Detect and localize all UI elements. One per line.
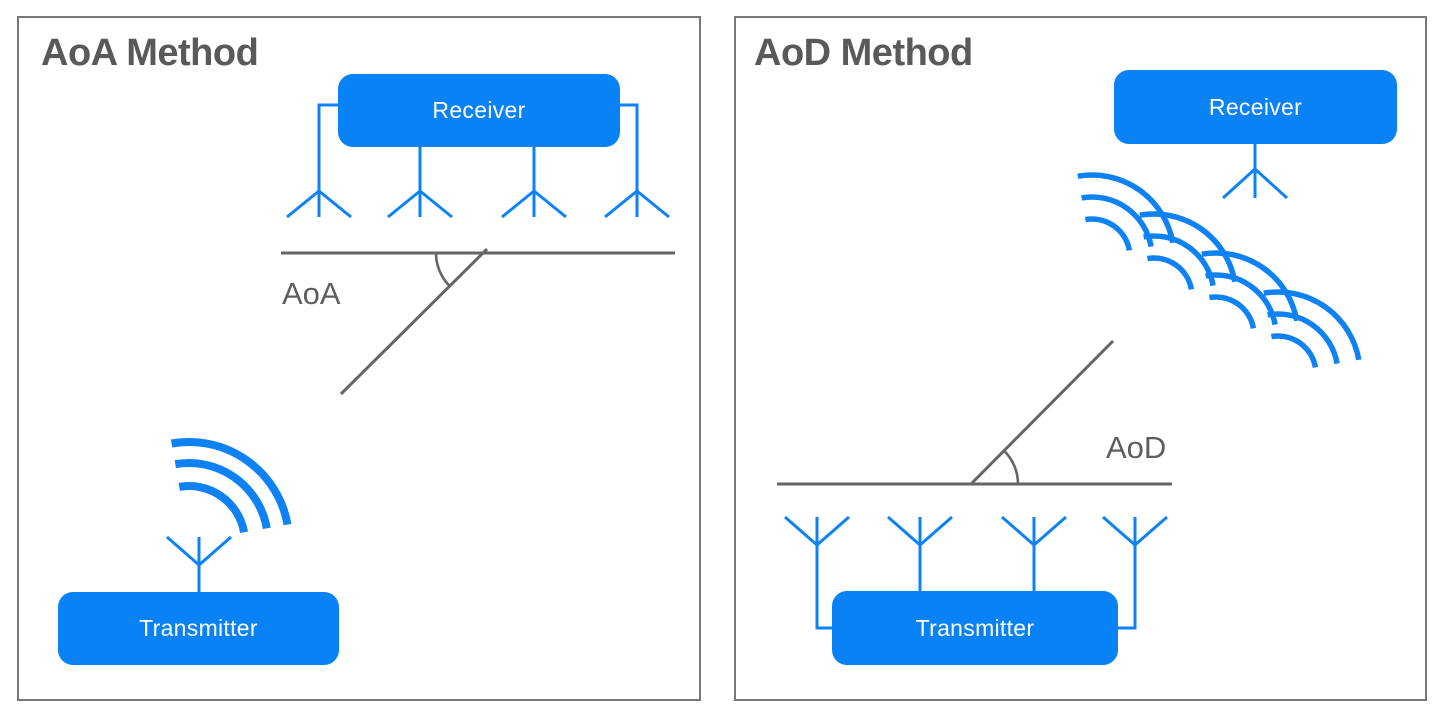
antenna-icon	[1102, 515, 1168, 630]
incidence-ray	[339, 247, 489, 396]
transmitter-box: Transmitter	[58, 592, 339, 665]
aod-diagram-canvas	[777, 144, 1362, 630]
transmitter-label: Transmitter	[139, 615, 258, 641]
antenna-icon	[604, 103, 670, 219]
departure-ray	[969, 339, 1115, 486]
wave-group	[1263, 289, 1362, 368]
aoa-diagram-canvas	[166, 103, 675, 592]
receiver-antenna-array	[286, 103, 670, 219]
antenna-icon	[286, 103, 352, 219]
signal-wavefronts-icon	[1077, 172, 1362, 368]
antenna-icon	[784, 515, 850, 630]
transmitter-antenna-array	[784, 515, 1168, 630]
angle-arc	[1003, 449, 1020, 485]
angle-arc	[434, 252, 451, 288]
panel-title: AoA Method	[41, 32, 259, 74]
receiver-label: Receiver	[1208, 93, 1303, 120]
antenna-icon	[166, 535, 232, 592]
transmitter-label: Transmitter	[915, 614, 1035, 641]
receiver-label: Receiver	[432, 97, 526, 123]
receiver-box: Receiver	[1114, 70, 1397, 144]
antenna-icon	[1221, 144, 1289, 200]
signal-waves-icon	[170, 437, 292, 534]
receiver-box: Receiver	[338, 74, 620, 147]
angle-label: AoA	[282, 276, 341, 311]
panel-aod: AoD Method AoD Receiver Transmitter	[734, 16, 1427, 701]
transmitter-box: Transmitter	[832, 591, 1118, 665]
antenna-icon	[387, 147, 453, 219]
antenna-icon	[887, 515, 953, 591]
antenna-icon	[1001, 515, 1067, 591]
antenna-icon	[501, 147, 567, 219]
panel-title: AoD Method	[754, 32, 973, 74]
panel-aoa: AoA Method AoA Receiver Transmitter	[17, 16, 701, 701]
angle-label: AoD	[1106, 430, 1167, 465]
